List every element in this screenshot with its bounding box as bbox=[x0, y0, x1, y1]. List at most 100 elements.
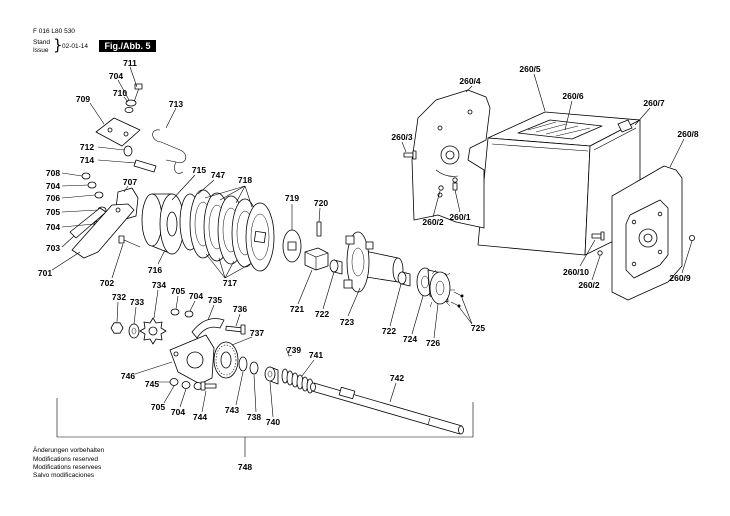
part-label-713: 713 bbox=[168, 98, 184, 109]
part-label-260-2-b: 260/2 bbox=[578, 279, 600, 290]
washer-738 bbox=[249, 361, 259, 375]
part-label-260-7: 260/7 bbox=[643, 97, 665, 108]
part-label-705-a: 705 bbox=[45, 206, 61, 217]
part-label-741: 741 bbox=[308, 349, 324, 360]
part-label-733: 733 bbox=[129, 296, 145, 307]
part-label-725: 725 bbox=[470, 322, 486, 333]
part-label-717: 717 bbox=[222, 277, 238, 288]
part-label-726: 726 bbox=[425, 337, 441, 348]
part-label-744: 744 bbox=[192, 411, 208, 422]
part-label-716: 716 bbox=[147, 264, 163, 275]
footer-note-es: Salvo modificaciones bbox=[33, 472, 95, 479]
document-number: F 016 L80 530 bbox=[33, 28, 75, 35]
part-label-702: 702 bbox=[99, 277, 115, 288]
part-label-748: 748 bbox=[237, 461, 253, 472]
part-label-739: 739 bbox=[286, 344, 302, 355]
sprocket-734 bbox=[139, 317, 167, 345]
part-label-735: 735 bbox=[207, 294, 223, 305]
part-label-742: 742 bbox=[389, 372, 405, 383]
bushing-740 bbox=[264, 366, 279, 385]
part-label-705-b: 705 bbox=[170, 285, 186, 296]
part-label-732: 732 bbox=[111, 291, 127, 302]
leader-lines bbox=[51, 66, 693, 418]
pins-725 bbox=[450, 291, 464, 308]
part-label-712: 712 bbox=[79, 141, 95, 152]
part-label-719: 719 bbox=[284, 192, 300, 203]
bracket-parts-701-714 bbox=[69, 83, 187, 259]
part-label-737: 737 bbox=[249, 327, 265, 338]
plate-746 bbox=[169, 334, 215, 385]
shaft-742 bbox=[310, 382, 464, 435]
part-label-722-b: 722 bbox=[381, 325, 397, 336]
arc-plate-735 bbox=[191, 318, 225, 339]
part-label-743: 743 bbox=[224, 404, 240, 415]
gear-737 bbox=[213, 341, 239, 379]
part-label-736: 736 bbox=[232, 303, 248, 314]
part-label-704-e: 704 bbox=[170, 406, 186, 417]
part-label-721: 721 bbox=[289, 303, 305, 314]
part-label-723: 723 bbox=[339, 316, 355, 327]
part-label-260-2-a: 260/2 bbox=[422, 216, 444, 227]
part-label-260-4: 260/4 bbox=[459, 75, 481, 86]
figure-badge: Fig./Abb. 5 bbox=[99, 40, 156, 52]
part-label-747: 747 bbox=[210, 169, 226, 180]
pin-714 bbox=[133, 159, 157, 173]
nut-704 bbox=[184, 310, 194, 318]
part-label-734: 734 bbox=[151, 279, 167, 290]
pin-739 bbox=[285, 347, 293, 357]
bolt-736 bbox=[225, 324, 246, 335]
part-label-715: 715 bbox=[191, 164, 207, 175]
part-label-720: 720 bbox=[313, 197, 329, 208]
part-label-746: 746 bbox=[120, 370, 136, 381]
fasteners-745-705-704-744 bbox=[169, 378, 217, 391]
spring-741 bbox=[281, 368, 314, 394]
part-label-260-10: 260/10 bbox=[563, 266, 589, 277]
collar-724-726 bbox=[416, 267, 455, 308]
part-label-711: 711 bbox=[123, 57, 137, 68]
part-label-740: 740 bbox=[265, 416, 281, 427]
clutch-discs-718 bbox=[189, 189, 275, 272]
part-label-260-1: 260/1 bbox=[449, 211, 471, 222]
part-label-705-c: 705 bbox=[150, 401, 166, 412]
stand-label: Stand bbox=[33, 39, 50, 46]
part-label-260-6: 260/6 bbox=[562, 90, 584, 101]
block-721 bbox=[304, 247, 329, 271]
pin-720 bbox=[316, 221, 322, 237]
part-label-718: 718 bbox=[237, 174, 253, 185]
part-label-722-a: 722 bbox=[314, 308, 330, 319]
footer-note-en: Modifications reserved bbox=[33, 456, 99, 463]
part-label-706: 706 bbox=[45, 192, 61, 203]
side-plate-260-8 bbox=[611, 165, 683, 301]
housing-260 bbox=[477, 111, 641, 256]
housing-top-panel-260-6 bbox=[517, 119, 603, 140]
part-label-260-8: 260/8 bbox=[677, 128, 699, 139]
part-label-738: 738 bbox=[246, 411, 262, 422]
spring-clip-713 bbox=[152, 129, 187, 174]
washer-743 bbox=[238, 356, 248, 372]
part-label-709: 709 bbox=[75, 93, 91, 104]
header-brace: } bbox=[53, 36, 63, 54]
washer-719 bbox=[282, 229, 302, 263]
part-label-724: 724 bbox=[402, 333, 418, 344]
part-label-703: 703 bbox=[45, 242, 61, 253]
issue-label: Issue bbox=[33, 47, 49, 54]
footer-note-de: Änderungen vorbehalten bbox=[33, 447, 105, 454]
part-label-260-9: 260/9 bbox=[669, 272, 691, 283]
assembly-bracket-748 bbox=[56, 398, 474, 457]
housing-screws-260 bbox=[403, 150, 696, 256]
washer-705 bbox=[170, 308, 180, 316]
bracket-plate-709 bbox=[95, 117, 141, 147]
part-label-714: 714 bbox=[79, 154, 95, 165]
part-label-260-3: 260/3 bbox=[391, 131, 413, 142]
hub-723 bbox=[343, 231, 404, 293]
part-label-704-a: 704 bbox=[108, 70, 124, 81]
part-label-707: 707 bbox=[122, 176, 138, 187]
bushing-722 bbox=[329, 259, 343, 275]
footer-note-fr: Modifications reservees bbox=[33, 464, 102, 471]
part-label-708: 708 bbox=[45, 167, 61, 178]
washer-733 bbox=[128, 323, 140, 339]
nut-732 bbox=[110, 322, 124, 334]
part-label-260-5: 260/5 bbox=[519, 63, 541, 74]
